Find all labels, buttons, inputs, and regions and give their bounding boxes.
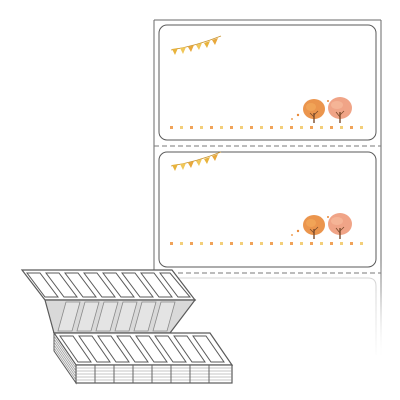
label-1	[158, 24, 377, 141]
fanfold-stack-icon	[20, 269, 234, 385]
label-2	[158, 151, 377, 268]
